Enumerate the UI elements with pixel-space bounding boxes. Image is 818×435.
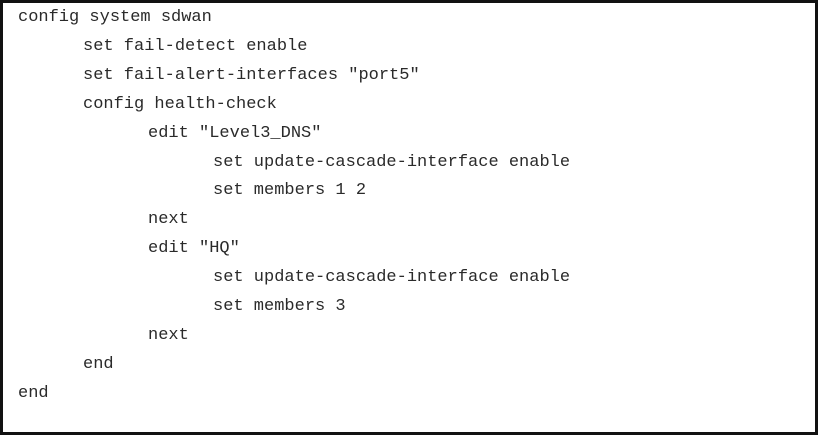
code-line: set members 3 bbox=[213, 297, 346, 316]
code-line: edit "HQ" bbox=[148, 239, 240, 259]
code-line: next bbox=[148, 210, 189, 230]
code-line: end bbox=[83, 354, 114, 374]
code-line: set update-cascade-interface enable bbox=[213, 152, 571, 172]
code-line: next bbox=[148, 325, 189, 345]
code-line: set members 1 2 bbox=[213, 181, 367, 201]
code-line: config system sdwan bbox=[18, 8, 212, 27]
code-line: set update-cascade-interface enable bbox=[213, 268, 571, 288]
code-line: set fail-alert-interfaces "port5" bbox=[83, 65, 420, 85]
code-line: end bbox=[18, 383, 49, 403]
code-line: edit "Level3_DNS" bbox=[148, 123, 322, 143]
code-line: config health-check bbox=[83, 94, 277, 114]
code-line: set fail-detect enable bbox=[83, 36, 308, 56]
